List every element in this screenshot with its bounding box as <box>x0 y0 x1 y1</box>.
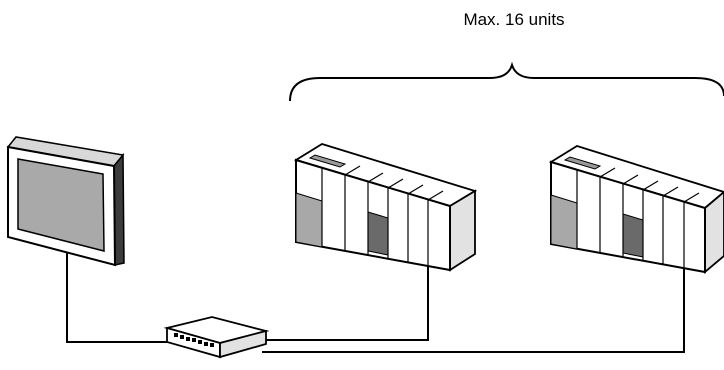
plc2-cable <box>262 268 685 353</box>
hub-ports <box>174 333 214 347</box>
display-screen <box>17 158 105 252</box>
plc1-cable <box>262 263 429 341</box>
max-units-label: Max. 16 units <box>463 10 565 29</box>
units-brace <box>289 61 724 102</box>
network-cables <box>66 253 685 353</box>
plc-unit-2 <box>548 145 724 274</box>
display-terminal <box>6 136 125 267</box>
network-hub <box>163 316 270 359</box>
display-cable <box>66 253 167 343</box>
plc-unit-1 <box>293 143 478 272</box>
